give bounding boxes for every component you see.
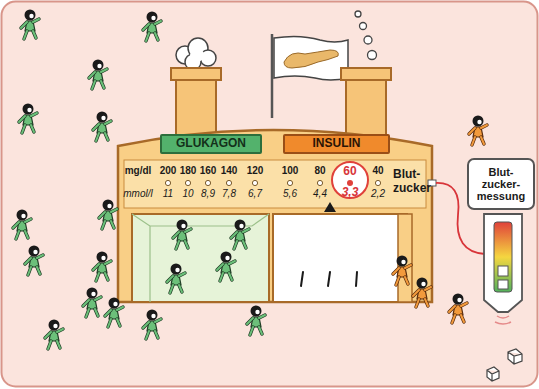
scale-label: 60	[343, 165, 356, 177]
glucagon-figure	[231, 220, 249, 250]
scale-label: 120	[247, 166, 264, 176]
glucagon-figure	[93, 252, 111, 282]
glucagon-figure	[93, 112, 111, 142]
glucagon-figure	[143, 12, 161, 42]
glucagon-figure	[99, 200, 117, 230]
scale-label: 100	[282, 166, 299, 176]
insulin-figure	[449, 294, 467, 324]
glucagon-figure	[21, 10, 39, 40]
glucagon-window	[132, 214, 269, 302]
glucagon-figure	[45, 320, 63, 350]
pointer-triangle	[324, 202, 336, 212]
glucagon-figure	[83, 288, 101, 318]
scale-label: 10	[182, 189, 193, 199]
scale-panel	[124, 160, 426, 208]
glucagon-figure	[247, 306, 265, 336]
scale-label: 80	[314, 166, 325, 176]
node-text: Blut-zucker-messung	[471, 166, 531, 202]
scale-label: 180	[180, 166, 197, 176]
insulin-figure	[393, 256, 411, 286]
scale-label: 6,7	[248, 189, 262, 199]
scale-label: 40	[372, 166, 383, 176]
scale-label: Blut-zucker	[393, 168, 433, 196]
insulin-figure	[413, 278, 431, 308]
scale-label: 200	[160, 166, 177, 176]
glucagon-figure	[105, 298, 123, 328]
glucose-meter	[484, 214, 522, 324]
hormone-sign: INSULIN	[283, 134, 390, 154]
scale-label: 4,4	[313, 189, 327, 199]
insulin-figure	[469, 116, 487, 146]
scale-label: 3,3	[342, 186, 359, 198]
factory-house	[118, 130, 432, 302]
glucagon-figure	[19, 104, 37, 134]
insulin-window	[273, 214, 407, 302]
node-text: GLUKAGON	[176, 137, 246, 150]
scale-label: mmol/l	[123, 189, 152, 199]
scale-label: 7,8	[222, 189, 236, 199]
scale-label: 11	[163, 189, 173, 199]
scale-label: mg/dl	[125, 166, 152, 176]
scale-dots	[165, 180, 380, 185]
glucagon-figure	[217, 252, 235, 282]
glucagon-figure	[25, 246, 43, 276]
scale-label: 140	[221, 166, 238, 176]
hormone-sign: GLUKAGON	[160, 134, 262, 154]
sugar-cube	[487, 349, 522, 381]
bubbles	[355, 11, 377, 60]
scale-label: 160	[200, 166, 217, 176]
scale-label: 2,2	[371, 189, 385, 199]
glucagon-figure	[143, 310, 161, 340]
hooks	[301, 272, 357, 286]
glucagon-figure	[167, 264, 185, 294]
glucagon-figure	[173, 220, 191, 250]
flag	[272, 34, 348, 118]
node-text: INSULIN	[313, 137, 361, 150]
target-circle	[332, 162, 368, 198]
glucagon-figure	[89, 60, 107, 90]
smoke-cloud	[176, 38, 216, 70]
glucagon-figure	[13, 210, 31, 240]
window-depth	[132, 214, 269, 302]
measurement-box: Blut-zucker-messung	[467, 158, 535, 210]
scale-label: 8,9	[201, 189, 215, 199]
scale-label: 5,6	[283, 189, 297, 199]
